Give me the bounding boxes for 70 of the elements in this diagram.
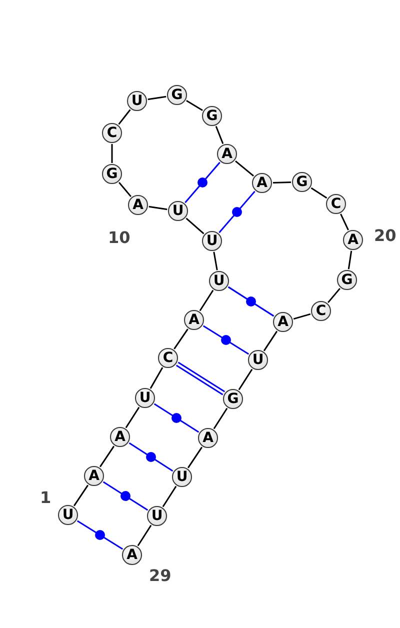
backbone-line	[111, 144, 113, 163]
nucleotide-circle: A	[110, 427, 130, 447]
backbone-line	[174, 328, 188, 350]
nucleotide-circle: G	[102, 164, 122, 184]
nucleotide-circle: A	[122, 545, 142, 565]
base-pair-line	[184, 162, 220, 204]
nucleotide-circle: G	[292, 172, 312, 192]
backbone-line	[293, 313, 311, 320]
nucleotide-circle: U	[58, 505, 78, 525]
backbone-line	[162, 486, 177, 508]
backbone-line	[150, 367, 164, 389]
base-pair-line	[218, 190, 256, 234]
base-pair-line	[202, 325, 250, 355]
backbone-line	[263, 330, 278, 352]
backbone-line	[340, 214, 349, 230]
nucleotide-circle: U	[135, 388, 155, 408]
nucleotide-circle: G	[202, 106, 222, 126]
position-number: 20	[374, 226, 396, 245]
backbone-line	[238, 368, 253, 390]
base-pair-line	[228, 286, 274, 317]
nucleotide-circle: U	[172, 467, 192, 487]
backbone-line	[99, 446, 115, 468]
backbone-line	[186, 100, 203, 111]
nucleotide-circle: G	[167, 85, 187, 105]
position-number: 1	[40, 488, 52, 507]
backbone-line	[272, 182, 292, 184]
backbone-line	[186, 218, 204, 234]
backbone-line	[148, 96, 166, 100]
backbone-line	[310, 187, 328, 199]
nucleotide-circle: U	[168, 201, 188, 221]
nucleotide-circle: G	[223, 389, 243, 409]
nucleotide-circle: A	[273, 312, 293, 332]
backbone-line	[328, 288, 340, 304]
nucleotide-circle: A	[184, 310, 204, 330]
nucleotide-circle: C	[311, 301, 331, 321]
nucleotide-circle: C	[326, 194, 346, 214]
nucleotide-circle: U	[147, 506, 167, 526]
backbone-line	[118, 109, 131, 125]
nucleotide-circle: C	[102, 123, 122, 143]
backbone-line	[213, 252, 218, 270]
base-pair-line	[154, 403, 200, 433]
nucleotide-circle: A	[252, 173, 272, 193]
nucleotide-circle: U	[248, 350, 268, 370]
nucleotide-circle: U	[209, 271, 229, 291]
position-number: 10	[108, 228, 130, 247]
backbone-line	[215, 126, 224, 144]
base-pair-line	[128, 442, 174, 472]
base-pair-line	[76, 520, 124, 550]
backbone-line	[235, 160, 254, 177]
backbone-line	[73, 484, 89, 506]
backbone-line	[125, 406, 140, 428]
nucleotide-circle: G	[337, 270, 357, 290]
nucleotide-circle: A	[217, 144, 237, 164]
backbone-line	[187, 446, 203, 468]
backbone-line	[348, 250, 352, 270]
nucleotide-circle: A	[128, 195, 148, 215]
base-pair-line	[102, 481, 148, 511]
nucleotide-circle: U	[202, 231, 222, 251]
position-number: 29	[149, 566, 172, 585]
backbone-line	[137, 524, 152, 546]
backbone-line	[199, 290, 214, 312]
nucleotide-circle: U	[127, 91, 147, 111]
nucleotide-circle: A	[198, 428, 218, 448]
nucleotide-circle: C	[158, 348, 178, 368]
backbone-line	[118, 182, 132, 198]
backbone-line	[148, 206, 168, 210]
base-pair-line	[176, 362, 226, 396]
nucleotide-circle: A	[84, 466, 104, 486]
backbone-line	[213, 408, 228, 430]
nucleotide-circle: A	[343, 230, 363, 250]
